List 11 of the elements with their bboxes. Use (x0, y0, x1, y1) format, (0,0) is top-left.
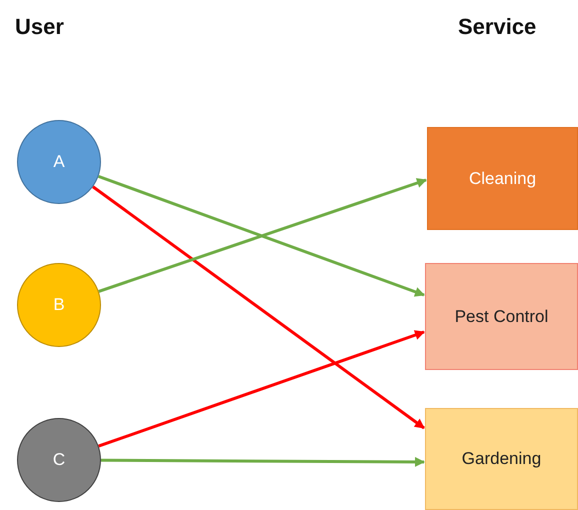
user-circle: B (17, 263, 101, 347)
service-box: Cleaning (427, 127, 578, 230)
user-circle: A (17, 120, 101, 204)
arrow (101, 456, 425, 467)
arrow (98, 330, 425, 448)
arrow (92, 186, 425, 430)
service-box: Gardening (425, 408, 578, 510)
column-header: Service (458, 14, 536, 40)
column-header: User (15, 14, 64, 40)
user-circle: C (17, 418, 101, 502)
service-box: Pest Control (425, 263, 578, 370)
